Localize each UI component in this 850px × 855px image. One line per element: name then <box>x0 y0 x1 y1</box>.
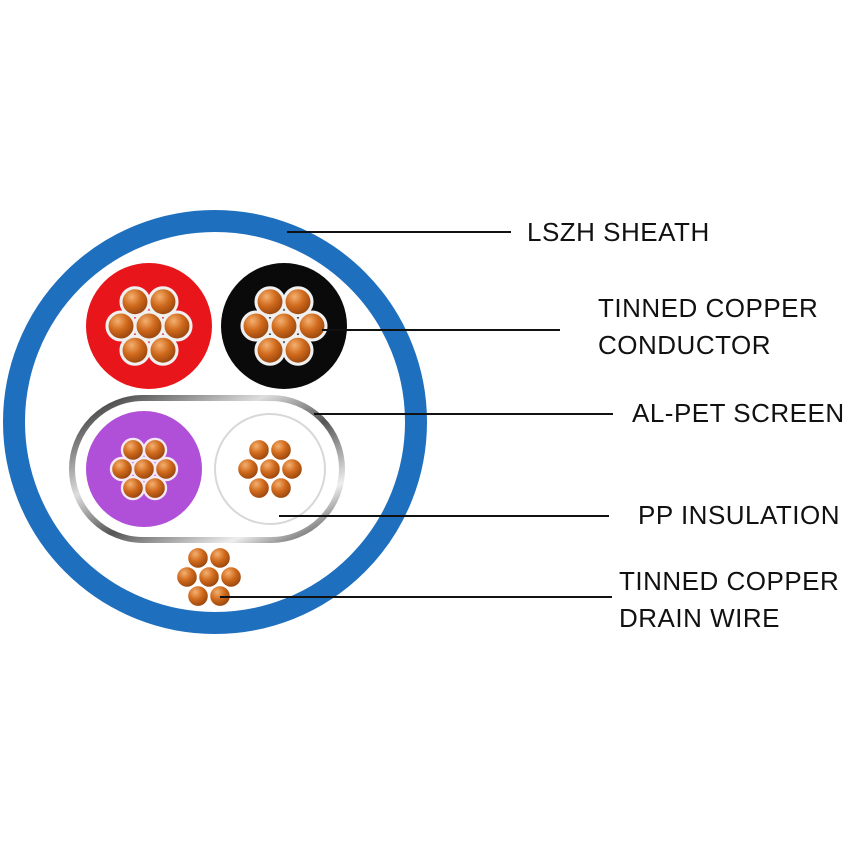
black-core-conductor <box>240 286 328 366</box>
copper-strand <box>161 310 193 342</box>
copper-strand <box>268 475 294 501</box>
label-lszh-sheath: LSZH SHEATH <box>527 214 710 251</box>
copper-strand <box>147 334 179 366</box>
copper-strand <box>268 437 294 463</box>
copper-strand <box>282 286 314 318</box>
copper-strand <box>174 564 200 590</box>
copper-strand <box>207 545 233 571</box>
copper-strand <box>246 437 272 463</box>
label-drain-line1: TINNED COPPER <box>619 566 840 596</box>
label-tinned-copper-conductor: TINNED COPPER CONDUCTOR <box>598 290 818 364</box>
purple-core-conductor <box>109 437 179 501</box>
copper-strand <box>240 310 272 342</box>
copper-strand <box>109 456 135 482</box>
copper-strand <box>246 475 272 501</box>
copper-strand <box>185 545 211 571</box>
copper-strand <box>119 334 151 366</box>
copper-strand <box>235 456 261 482</box>
label-pp-insulation: PP INSULATION <box>638 497 840 534</box>
copper-strand <box>120 437 146 463</box>
label-lszh-sheath-text: LSZH SHEATH <box>527 217 710 247</box>
copper-strand <box>254 286 286 318</box>
copper-strand <box>142 475 168 501</box>
copper-strand <box>254 334 286 366</box>
copper-strand <box>185 583 211 609</box>
label-conductor-line2: CONDUCTOR <box>598 330 772 360</box>
copper-strand <box>105 310 137 342</box>
copper-strand <box>296 310 328 342</box>
white-core-conductor <box>235 437 305 501</box>
copper-strand <box>142 437 168 463</box>
copper-strand <box>120 475 146 501</box>
label-conductor-line1: TINNED COPPER <box>598 293 819 323</box>
copper-strand <box>282 334 314 366</box>
copper-strand <box>279 456 305 482</box>
label-insulation-text: PP INSULATION <box>638 500 841 530</box>
copper-strand <box>119 286 151 318</box>
copper-strand <box>153 456 179 482</box>
copper-strand <box>218 564 244 590</box>
label-screen-text: AL-PET SCREEN <box>632 398 845 428</box>
label-al-pet-screen: AL-PET SCREEN <box>632 395 845 432</box>
label-tinned-copper-drain-wire: TINNED COPPER DRAIN WIRE <box>619 563 839 637</box>
copper-strand <box>147 286 179 318</box>
red-core-conductor <box>105 286 193 366</box>
label-drain-line2: DRAIN WIRE <box>619 603 780 633</box>
